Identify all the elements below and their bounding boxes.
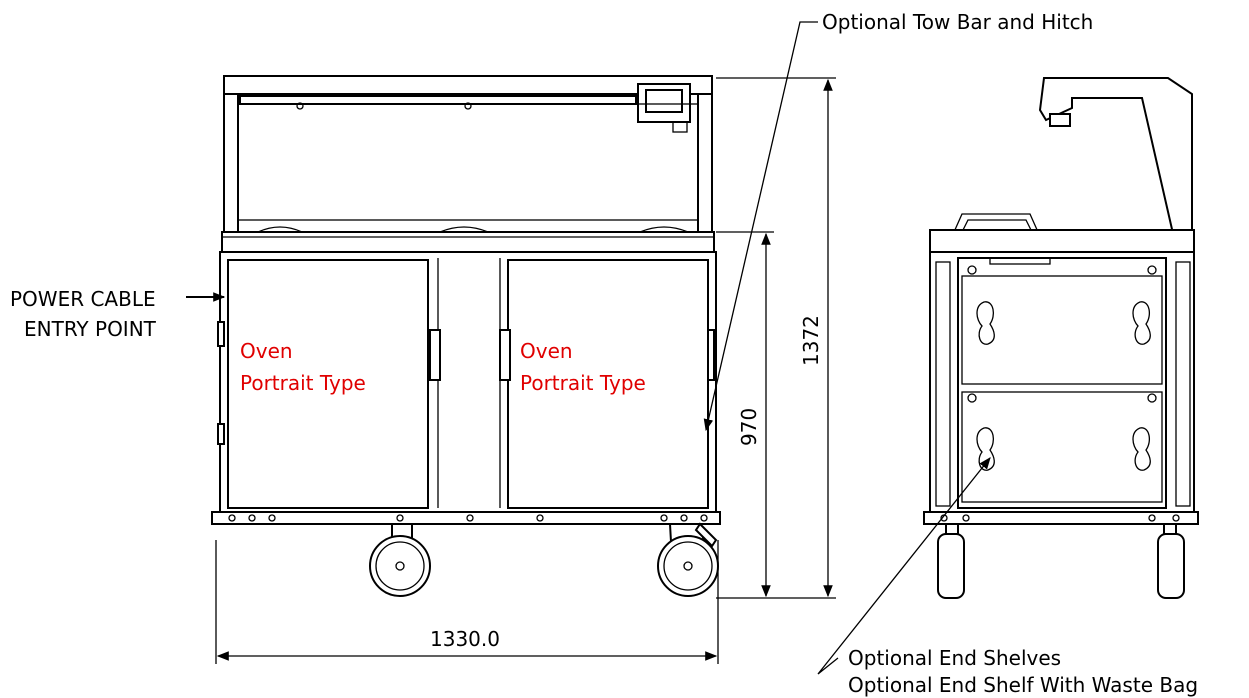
side-view — [923, 77, 1199, 599]
oven-right-label-line1: Oven — [520, 339, 573, 363]
height-dimensions — [716, 77, 836, 599]
gantry-post-right — [697, 93, 713, 237]
oven-door-right — [507, 259, 709, 509]
side-castor-right — [1157, 533, 1185, 599]
power-cable-label-line1: POWER CABLE — [10, 287, 156, 311]
end-shelf-waste-bag-label: Optional End Shelf With Waste Bag — [848, 673, 1198, 697]
end-shelves-label: Optional End Shelves — [848, 646, 1061, 670]
oven-left-label-line1: Oven — [240, 339, 293, 363]
display-screen — [645, 89, 683, 113]
gantry-arm — [1038, 77, 1193, 239]
counter-top — [221, 231, 715, 253]
base-chassis — [211, 511, 721, 525]
oven-right-label-line2: Portrait Type — [520, 371, 646, 395]
oven-left-label-line2: Portrait Type — [240, 371, 366, 395]
tow-bar-leader — [703, 21, 818, 432]
height-total-label: 1372 — [799, 315, 823, 366]
width-dimension — [215, 540, 719, 664]
tow-bar-label: Optional Tow Bar and Hitch — [822, 10, 1093, 34]
oven-door-left — [227, 259, 429, 509]
width-dimension-label: 1330.0 — [430, 627, 500, 651]
side-castor-left — [937, 533, 965, 599]
front-view — [211, 75, 721, 597]
castor-wheel-left — [369, 535, 431, 597]
castor-wheel-right — [657, 535, 719, 597]
side-counter-top — [929, 229, 1195, 253]
gantry-post-left — [223, 93, 239, 237]
power-cable-label-line2: ENTRY POINT — [24, 317, 157, 341]
gantry-top-bar — [223, 75, 713, 95]
end-shelves-leader — [817, 457, 991, 675]
height-shelf-label: 970 — [737, 408, 761, 446]
